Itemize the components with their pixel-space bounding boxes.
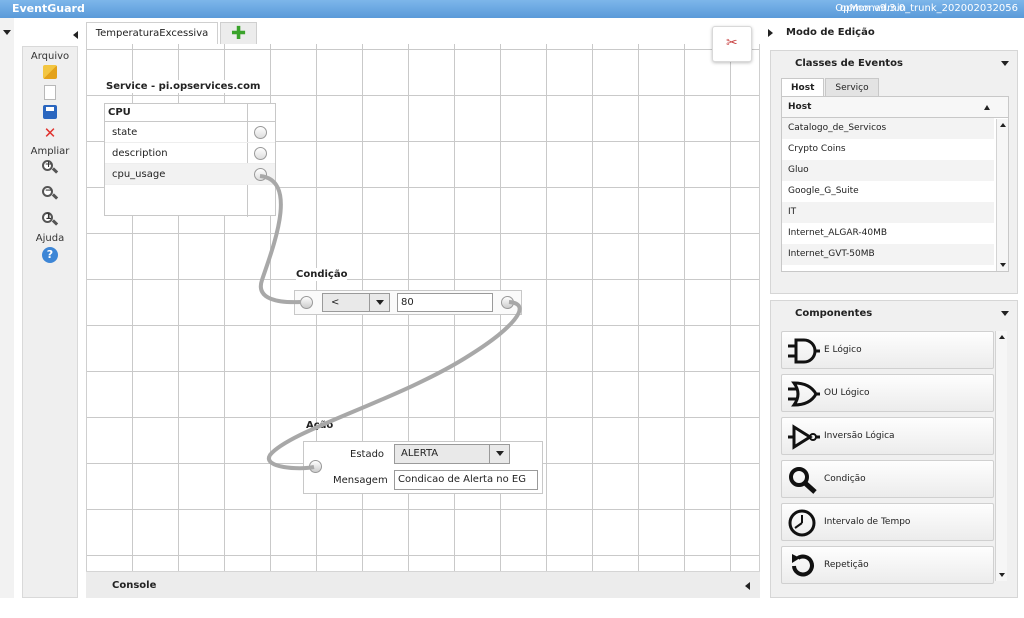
not-gate-icon <box>788 424 820 450</box>
condition-node[interactable]: < 80 <box>294 290 522 315</box>
event-classes-panel: Classes de Eventos Host Serviço Host Cat… <box>770 50 1018 294</box>
file-group-label: Arquivo <box>30 51 70 62</box>
state-label: Estado <box>350 449 385 460</box>
chevron-down-icon[interactable] <box>369 294 389 311</box>
host-list-scrollbar[interactable] <box>996 119 1008 271</box>
sort-up-icon[interactable] <box>984 105 990 110</box>
output-port[interactable] <box>254 126 267 139</box>
message-label: Mensagem <box>333 475 388 486</box>
tabs-scroll-left-icon[interactable] <box>73 31 78 39</box>
host-column-header[interactable]: Host <box>782 97 1008 118</box>
list-item[interactable]: Catalogo_de_Servicos <box>782 118 994 139</box>
zoom-in-button[interactable]: + <box>41 160 59 177</box>
chevron-down-icon[interactable] <box>1001 61 1009 66</box>
condition-value-input[interactable]: 80 <box>397 293 493 312</box>
zoom-reset-button[interactable]: 1 <box>41 212 59 229</box>
or-gate-icon <box>788 381 820 407</box>
list-item[interactable]: Internet_GVT-50MB <box>782 244 994 265</box>
scroll-down-icon[interactable] <box>999 573 1005 577</box>
list-item[interactable]: Gluo <box>782 160 994 181</box>
app-title: EventGuard <box>12 2 85 15</box>
zoom-in-icon: + <box>42 160 59 176</box>
close-icon: ✕ <box>43 124 57 142</box>
edit-mode-button[interactable]: ✂ <box>712 26 752 62</box>
username: opmonadmin <box>840 3 906 14</box>
list-item[interactable]: IT <box>782 202 994 223</box>
component-condition[interactable]: Condição <box>781 460 994 498</box>
right-panel-collapse-icon[interactable] <box>768 29 773 37</box>
scroll-up-icon[interactable] <box>999 335 1005 339</box>
scroll-up-icon[interactable] <box>1000 123 1006 127</box>
console-bar[interactable]: Console <box>86 571 760 598</box>
event-classes-header[interactable]: Classes de Eventos <box>771 51 1017 77</box>
list-item[interactable]: Internet_ALGAR-40MB <box>788 228 888 238</box>
scroll-down-icon[interactable] <box>1000 263 1006 267</box>
components-panel: Componentes E Lógico OU Lógico Inversão … <box>770 300 1018 598</box>
service-title: Service - pi.opservices.com <box>106 80 261 93</box>
console-expand-icon[interactable] <box>745 582 750 590</box>
message-input[interactable]: Condicao de Alerta no EG <box>394 470 538 490</box>
clock-icon <box>788 509 816 537</box>
add-tab-button[interactable]: ✚ <box>220 22 257 44</box>
magnifier-icon <box>789 467 817 494</box>
event-classes-tabs: Host Serviço <box>781 78 880 97</box>
help-group-label: Ajuda <box>35 233 65 244</box>
zoom-out-button[interactable]: − <box>41 186 59 203</box>
plus-icon: ✚ <box>231 23 247 44</box>
chevron-down-icon[interactable] <box>1001 311 1009 316</box>
operator-select[interactable]: < <box>322 293 390 312</box>
save-button[interactable] <box>41 105 59 122</box>
save-icon <box>43 105 57 119</box>
zoom-out-icon: − <box>42 186 59 202</box>
output-port[interactable] <box>501 296 514 309</box>
help-icon: ? <box>42 247 58 263</box>
components-header[interactable]: Componentes <box>771 301 1017 327</box>
service-row-state: state <box>105 122 275 143</box>
tab-temperatura-excessiva[interactable]: TemperaturaExcessiva <box>86 22 218 44</box>
service-table-header: CPU <box>105 104 275 122</box>
service-node[interactable]: CPU state description cpu_usage <box>104 103 276 217</box>
collapse-arrow-icon[interactable] <box>3 30 11 35</box>
version-label: OpMon v9.3.0_trunk_202002032056 <box>835 3 1018 14</box>
delete-button[interactable]: ✕ <box>41 125 59 142</box>
console-label: Console <box>112 580 157 591</box>
tool-sidebar: Arquivo ✕ Ampliar + − 1 Ajuda ? <box>22 46 78 598</box>
edit-mode-title: Modo de Edição <box>786 27 875 38</box>
action-title: Ação <box>306 420 334 431</box>
left-collapse-strip[interactable] <box>0 18 14 598</box>
component-or[interactable]: OU Lógico <box>781 374 994 412</box>
list-item[interactable]: Google_G_Suite <box>788 186 859 196</box>
chevron-down-icon[interactable] <box>489 445 509 463</box>
help-button[interactable]: ? <box>41 247 59 264</box>
service-row-cpu-usage: cpu_usage <box>105 164 275 185</box>
and-gate-icon <box>788 338 820 364</box>
state-select[interactable]: ALERTA <box>394 444 510 464</box>
component-and[interactable]: E Lógico <box>781 331 994 369</box>
component-not[interactable]: Inversão Lógica <box>781 417 994 455</box>
scissors-icon: ✂ <box>726 35 738 51</box>
top-bar: EventGuard opmonadmin OpMon v9.3.0_trunk… <box>0 0 1024 18</box>
new-page-icon <box>44 85 56 100</box>
repeat-icon <box>792 554 814 577</box>
tab-servico[interactable]: Serviço <box>825 78 879 97</box>
component-time-interval[interactable]: Intervalo de Tempo <box>781 503 994 541</box>
service-row-description: description <box>105 143 275 164</box>
new-file-button[interactable] <box>41 85 59 102</box>
host-list: Host Catalogo_de_Servicos Crypto Coins G… <box>781 96 1009 272</box>
list-item[interactable]: Crypto Coins <box>788 144 846 154</box>
action-node[interactable]: Estado ALERTA Mensagem Condicao de Alert… <box>303 441 543 494</box>
condition-title: Condição <box>296 268 348 281</box>
input-port[interactable] <box>300 296 313 309</box>
broom-icon <box>43 65 57 79</box>
components-scrollbar[interactable] <box>995 331 1007 581</box>
output-port[interactable] <box>254 168 267 181</box>
zoom-group-label: Ampliar <box>30 146 70 157</box>
zoom-reset-icon: 1 <box>42 212 59 228</box>
tab-host[interactable]: Host <box>781 78 825 97</box>
clear-button[interactable] <box>41 65 59 82</box>
output-port[interactable] <box>254 147 267 160</box>
component-repeat[interactable]: Repetição <box>781 546 994 584</box>
input-port[interactable] <box>309 460 322 473</box>
